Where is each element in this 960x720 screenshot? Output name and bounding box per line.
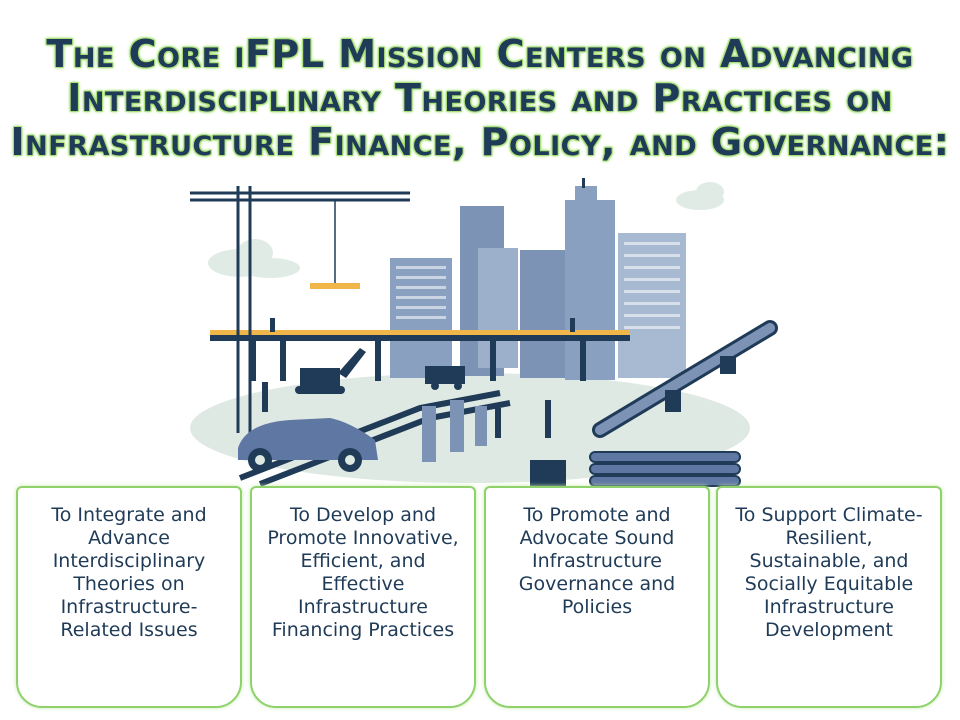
page-title: The Core iFPL Mission Centers on Advanci… (0, 32, 960, 164)
mission-card-text: To Promote and Advocate Sound Infrastruc… (518, 504, 676, 618)
mission-card-3: To Promote and Advocate Sound Infrastruc… (484, 486, 710, 708)
electric-car-icon (238, 418, 378, 472)
title-line-1: The Core iFPL Mission Centers on Advanci… (46, 32, 914, 76)
mission-cards: To Integrate and Advance Interdisciplina… (0, 486, 960, 714)
truck-icon (425, 366, 465, 390)
cloud-icon (208, 239, 300, 278)
mission-card-1: To Integrate and Advance Interdisciplina… (16, 486, 242, 708)
city-buildings (390, 178, 686, 380)
mission-card-text: To Develop and Promote Innovative, Effic… (267, 504, 459, 641)
mission-card-4: To Support Climate-Resilient, Sustainabl… (716, 486, 942, 708)
mission-card-text: To Integrate and Advance Interdisciplina… (51, 504, 207, 641)
title-line-2: Interdisciplinary Theories and Practices… (67, 76, 893, 120)
title-line-3: Infrastructure Finance, Policy, and Gove… (10, 120, 950, 164)
worker-icon (262, 318, 575, 438)
elevated-bridge (210, 330, 630, 381)
mission-card-2: To Develop and Promote Innovative, Effic… (250, 486, 476, 708)
mission-card-text: To Support Climate-Resilient, Sustainabl… (735, 504, 923, 641)
cloud-icon (676, 182, 724, 210)
tower-crane (190, 186, 410, 433)
pipe-stack (530, 451, 741, 488)
ev-charger-icon (422, 400, 487, 462)
excavator-icon (295, 348, 366, 394)
pipeline (592, 320, 778, 438)
infrastructure-illustration (190, 178, 778, 488)
